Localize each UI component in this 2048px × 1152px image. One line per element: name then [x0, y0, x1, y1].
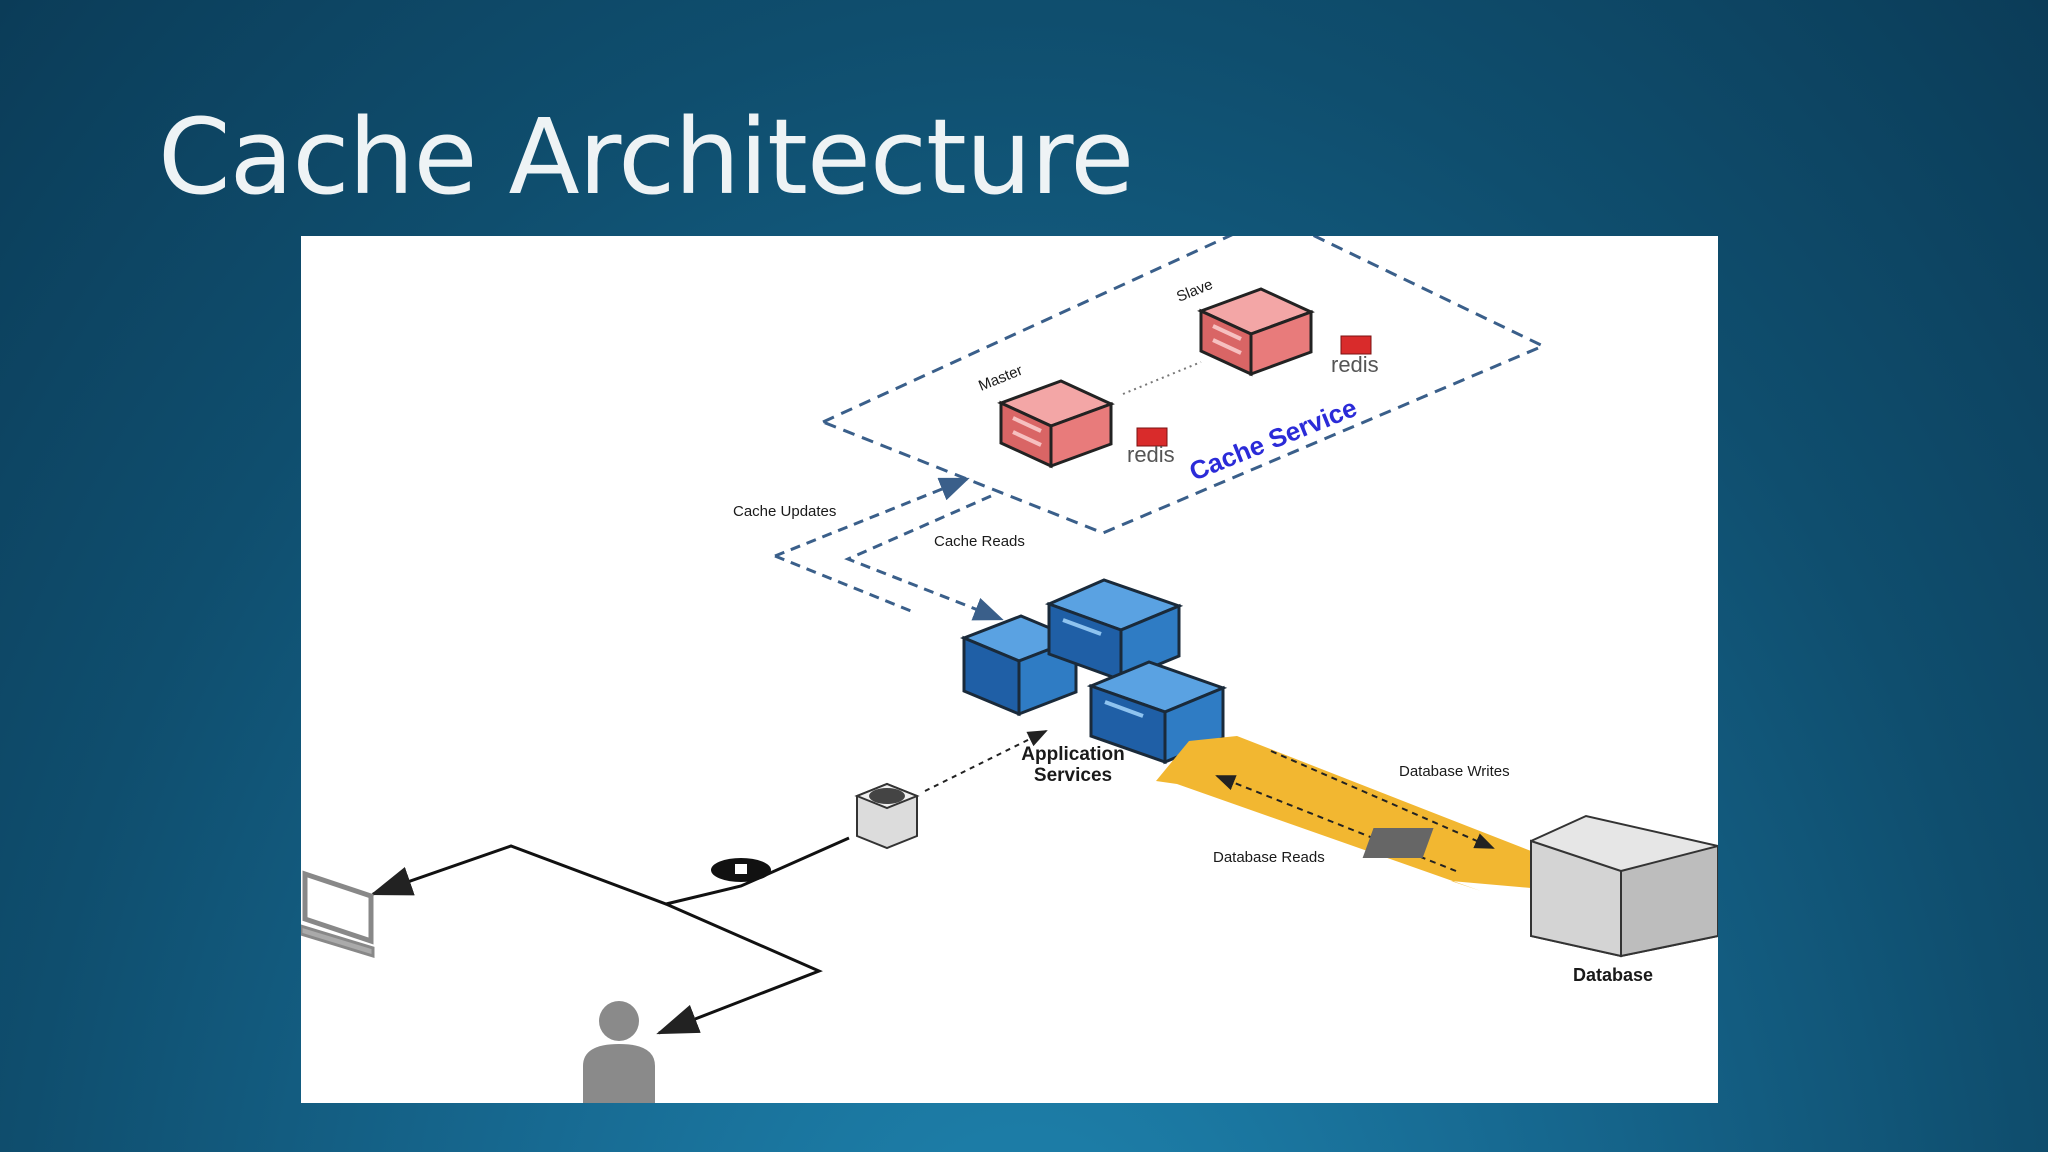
db-writes-label: Database Writes [1399, 763, 1510, 780]
laptop-icon [301, 870, 375, 959]
master-label: Master [976, 362, 1025, 395]
slide-title: Cache Architecture [158, 96, 1134, 218]
lock-icon [711, 858, 771, 882]
gateway-to-app-arrow [924, 730, 1048, 792]
redis-master-node [997, 379, 1168, 469]
db-writes-arrow [1270, 750, 1495, 849]
redis-slave-label: redis [1331, 352, 1379, 377]
architecture-diagram: Master redis Slave redis Cache Service C… [301, 236, 1718, 1103]
cache-updates-return [774, 554, 912, 613]
app-services-label-line2: Services [1034, 765, 1112, 786]
db-reads-arrow [1215, 775, 1457, 872]
database-label: Database [1573, 965, 1653, 985]
database-node [1362, 814, 1718, 958]
client-network-line [370, 836, 850, 906]
app-services-node [959, 578, 1228, 765]
cache-updates-label: Cache Updates [733, 503, 836, 520]
db-arrow-band [1156, 736, 1531, 891]
user-icon [583, 1001, 655, 1103]
slave-label: Slave [1174, 276, 1215, 306]
cache-updates-arrow [774, 477, 970, 558]
cache-service-label: Cache Service [1185, 392, 1361, 486]
cache-reads-arrow [844, 494, 1004, 621]
diagram-panel: Master redis Slave redis Cache Service C… [301, 236, 1718, 1103]
cache-service-region [819, 236, 1547, 535]
db-reads-label: Database Reads [1213, 849, 1325, 866]
gateway-node [854, 782, 920, 850]
redis-slave-node [1197, 287, 1372, 377]
app-services-label-line1: Application [1021, 744, 1124, 765]
redis-master-label: redis [1127, 442, 1175, 467]
user-network-line [656, 902, 823, 1035]
cache-reads-label: Cache Reads [934, 533, 1025, 550]
replication-link [1122, 361, 1202, 395]
